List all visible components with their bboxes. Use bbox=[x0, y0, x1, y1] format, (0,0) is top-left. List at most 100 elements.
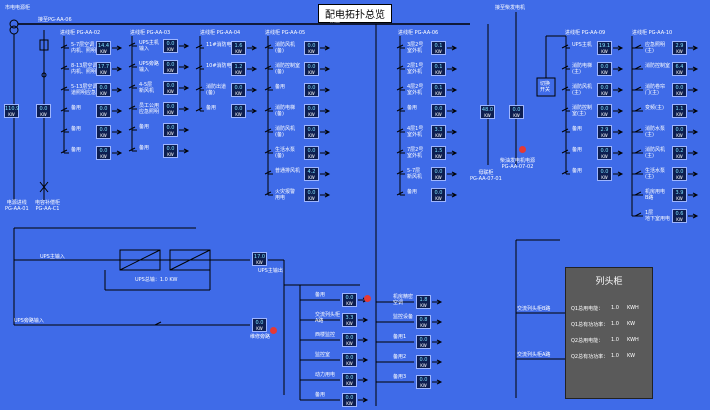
meter-unit: KW bbox=[484, 113, 491, 118]
meter-unit: KW bbox=[308, 70, 315, 75]
alarm-indicator[interactable] bbox=[364, 295, 371, 302]
meter-unit: KW bbox=[346, 401, 353, 406]
meter-value: 0.0 bbox=[434, 190, 443, 196]
meter-value: 0.0 bbox=[99, 148, 108, 154]
arrow-head bbox=[451, 129, 458, 135]
arrow-head bbox=[617, 87, 624, 93]
meter-unit: KW bbox=[435, 112, 442, 117]
meter-unit: KW bbox=[676, 91, 683, 96]
arrow-head bbox=[692, 150, 699, 156]
arrow-head bbox=[692, 108, 699, 114]
meter-unit: KW bbox=[420, 323, 427, 328]
meter-unit: KW bbox=[308, 133, 315, 138]
ct-coil bbox=[41, 72, 47, 78]
meter-value: 0.0 bbox=[166, 62, 175, 68]
alarm-indicator[interactable] bbox=[519, 146, 526, 153]
arrow-head bbox=[692, 129, 699, 135]
meter-unit: KW bbox=[676, 196, 683, 201]
breaker-contact bbox=[561, 86, 569, 91]
meter-unit: KW bbox=[100, 91, 107, 96]
cabinet-header: 进线柜 PG-AA-10 bbox=[632, 30, 673, 36]
breaker-contact bbox=[264, 86, 272, 91]
page-title: 配电拓扑总览 bbox=[318, 4, 392, 23]
arrow-head bbox=[324, 150, 331, 156]
meter-value: 110.9 bbox=[5, 106, 20, 112]
feeder-label: 消防风机 (备) bbox=[275, 126, 296, 138]
alarm-indicator[interactable] bbox=[270, 327, 277, 334]
cabinet-header: 进线柜 PG-AA-06 bbox=[398, 30, 439, 36]
meter-value: 1.6 bbox=[234, 43, 243, 49]
feeder-label: 5-7层 新风机 bbox=[407, 168, 423, 180]
breaker-contact bbox=[264, 149, 272, 154]
meter-unit: KW bbox=[100, 133, 107, 138]
breaker-contact bbox=[128, 126, 136, 131]
